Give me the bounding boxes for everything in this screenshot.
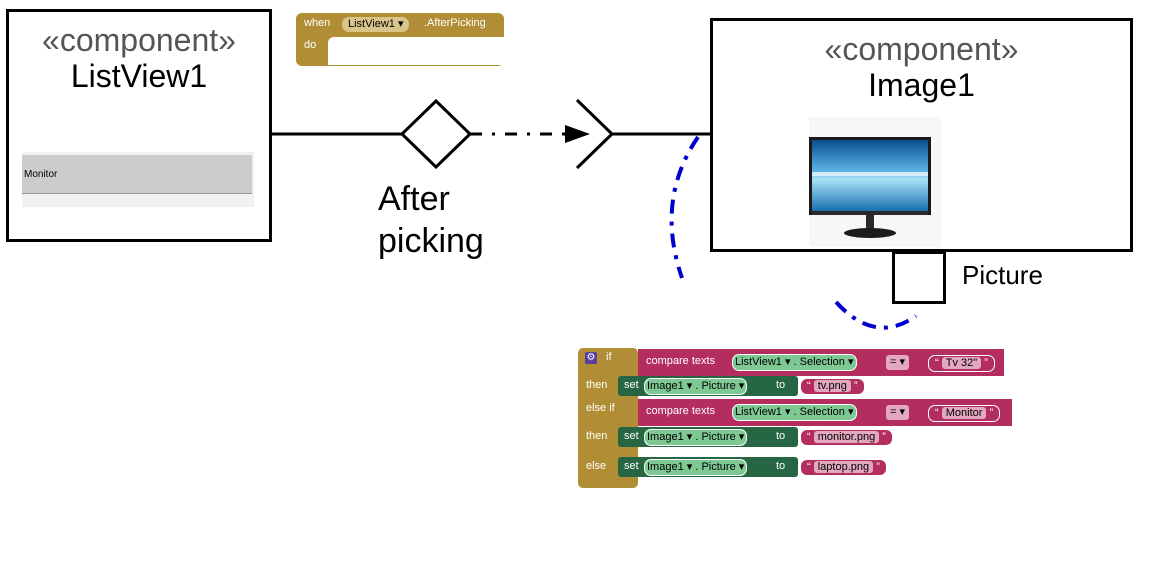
listview-stereotype: «component» xyxy=(42,22,236,58)
listview-item[interactable]: Monitor xyxy=(22,155,252,194)
event-label-line2: picking xyxy=(378,222,484,260)
compare-block-2[interactable]: compare texts ListView1 ▾ . Selection ▾ … xyxy=(638,399,1012,426)
image-stereotype: «component» xyxy=(824,31,1019,67)
target-property-1: Picture xyxy=(701,380,736,392)
compare-label-2: compare texts xyxy=(646,405,716,417)
dependency-arc-upper xyxy=(669,135,700,279)
text-block-2[interactable]: “ Monitor ” xyxy=(928,405,1001,422)
file-quote-open-2: “ xyxy=(807,431,811,443)
component-label-2: ListView1 xyxy=(735,406,782,418)
picture-port xyxy=(892,251,946,304)
operator-label-2: = xyxy=(890,406,897,418)
text-block-1[interactable]: “ Tv 32" ” xyxy=(928,355,995,372)
file-value-1: tv.png xyxy=(813,380,851,392)
event-component-pill[interactable]: ListView1 ▾ xyxy=(342,17,410,32)
listview-component: «component» ListView1 Monitor xyxy=(6,9,272,242)
to-label-3: to xyxy=(776,460,786,472)
gear-icon[interactable]: ⚙ xyxy=(585,352,597,364)
text-value-1: Tv 32" xyxy=(941,357,982,369)
then-keyword-2: then xyxy=(586,430,608,442)
set-dot-2: . xyxy=(695,431,699,443)
operator-dropdown-1[interactable]: = ▾ xyxy=(886,355,910,370)
when-keyword: when xyxy=(304,17,331,29)
set-block-1[interactable]: set Image1 ▾ . Picture ▾ to xyxy=(618,376,798,396)
file-value-3: laptop.png xyxy=(813,461,874,473)
monitor-icon xyxy=(809,137,931,238)
target-label-2: Image1 xyxy=(647,431,684,443)
quote-open-2: “ xyxy=(935,407,939,419)
image-component: «component» Image1 xyxy=(710,18,1133,252)
set-target-1[interactable]: Image1 ▾ . Picture ▾ xyxy=(644,378,748,395)
if-block[interactable]: ⚙ if then else if then else compare text… xyxy=(578,348,1014,490)
file-value-2: monitor.png xyxy=(813,431,880,443)
target-label-1: Image1 xyxy=(647,380,684,392)
listview-name: ListView1 xyxy=(70,58,208,94)
set-label-1: set xyxy=(624,379,639,391)
file-block-1[interactable]: “ tv.png ” xyxy=(800,378,865,395)
operator-label-1: = xyxy=(890,356,897,368)
selection-getter-1[interactable]: ListView1 ▾ . Selection ▾ xyxy=(732,354,857,371)
set-label-3: set xyxy=(624,460,639,472)
file-quote-open-1: “ xyxy=(807,380,811,392)
monitor-picture xyxy=(809,117,941,247)
then-keyword-1: then xyxy=(586,379,608,391)
do-keyword: do xyxy=(304,39,317,51)
if-keyword: if xyxy=(606,351,612,363)
event-component-label: ListView1 xyxy=(348,18,395,30)
event-label-line1: After xyxy=(378,180,450,218)
quote-open-1: “ xyxy=(935,357,939,369)
dot-label-2: . xyxy=(793,406,797,418)
dependency-arc-lower xyxy=(834,300,918,330)
set-block-2[interactable]: set Image1 ▾ . Picture ▾ to xyxy=(618,427,798,447)
selection-getter-2[interactable]: ListView1 ▾ . Selection ▾ xyxy=(732,404,857,421)
dot-label-1: . xyxy=(793,356,797,368)
file-quote-close-3: ” xyxy=(876,461,880,473)
arrow-head xyxy=(565,125,590,143)
target-property-3: Picture xyxy=(701,461,736,473)
property-label-1: Selection xyxy=(799,356,845,368)
file-block-3[interactable]: “ laptop.png ” xyxy=(800,459,887,476)
event-diamond xyxy=(399,98,473,170)
set-dot-1: . xyxy=(695,380,699,392)
set-label-2: set xyxy=(624,430,639,442)
set-dot-3: . xyxy=(695,461,699,473)
target-label-3: Image1 xyxy=(647,461,684,473)
event-label: After picking xyxy=(378,178,484,262)
port-label: Picture xyxy=(962,260,1043,290)
compare-label-1: compare texts xyxy=(646,355,716,367)
to-label-1: to xyxy=(776,379,786,391)
compare-block-1[interactable]: compare texts ListView1 ▾ . Selection ▾ … xyxy=(638,349,1004,376)
operator-dropdown-2[interactable]: = ▾ xyxy=(886,405,910,420)
listview-preview: Monitor xyxy=(22,152,254,207)
quote-close-1: ” xyxy=(984,357,988,369)
set-target-3[interactable]: Image1 ▾ . Picture ▾ xyxy=(644,459,748,476)
property-label-2: Selection xyxy=(799,406,845,418)
file-quote-close-2: ” xyxy=(882,431,886,443)
file-block-2[interactable]: “ monitor.png ” xyxy=(800,429,893,446)
quote-close-2: ” xyxy=(989,407,994,419)
event-block-slot xyxy=(328,37,504,65)
text-value-2: Monitor xyxy=(941,407,987,419)
event-name: .AfterPicking xyxy=(424,17,486,29)
to-label-2: to xyxy=(776,430,786,442)
image-name: Image1 xyxy=(868,67,975,103)
file-quote-open-3: “ xyxy=(807,461,811,473)
set-target-2[interactable]: Image1 ▾ . Picture ▾ xyxy=(644,429,748,446)
event-block[interactable]: when ListView1 ▾ .AfterPicking do xyxy=(296,13,504,66)
file-quote-close-1: ” xyxy=(853,380,858,392)
component-label-1: ListView1 xyxy=(735,356,782,368)
else-keyword: else xyxy=(586,460,607,472)
else-if-keyword: else if xyxy=(586,402,615,414)
target-property-2: Picture xyxy=(701,431,736,443)
set-block-3[interactable]: set Image1 ▾ . Picture ▾ to xyxy=(618,457,798,477)
